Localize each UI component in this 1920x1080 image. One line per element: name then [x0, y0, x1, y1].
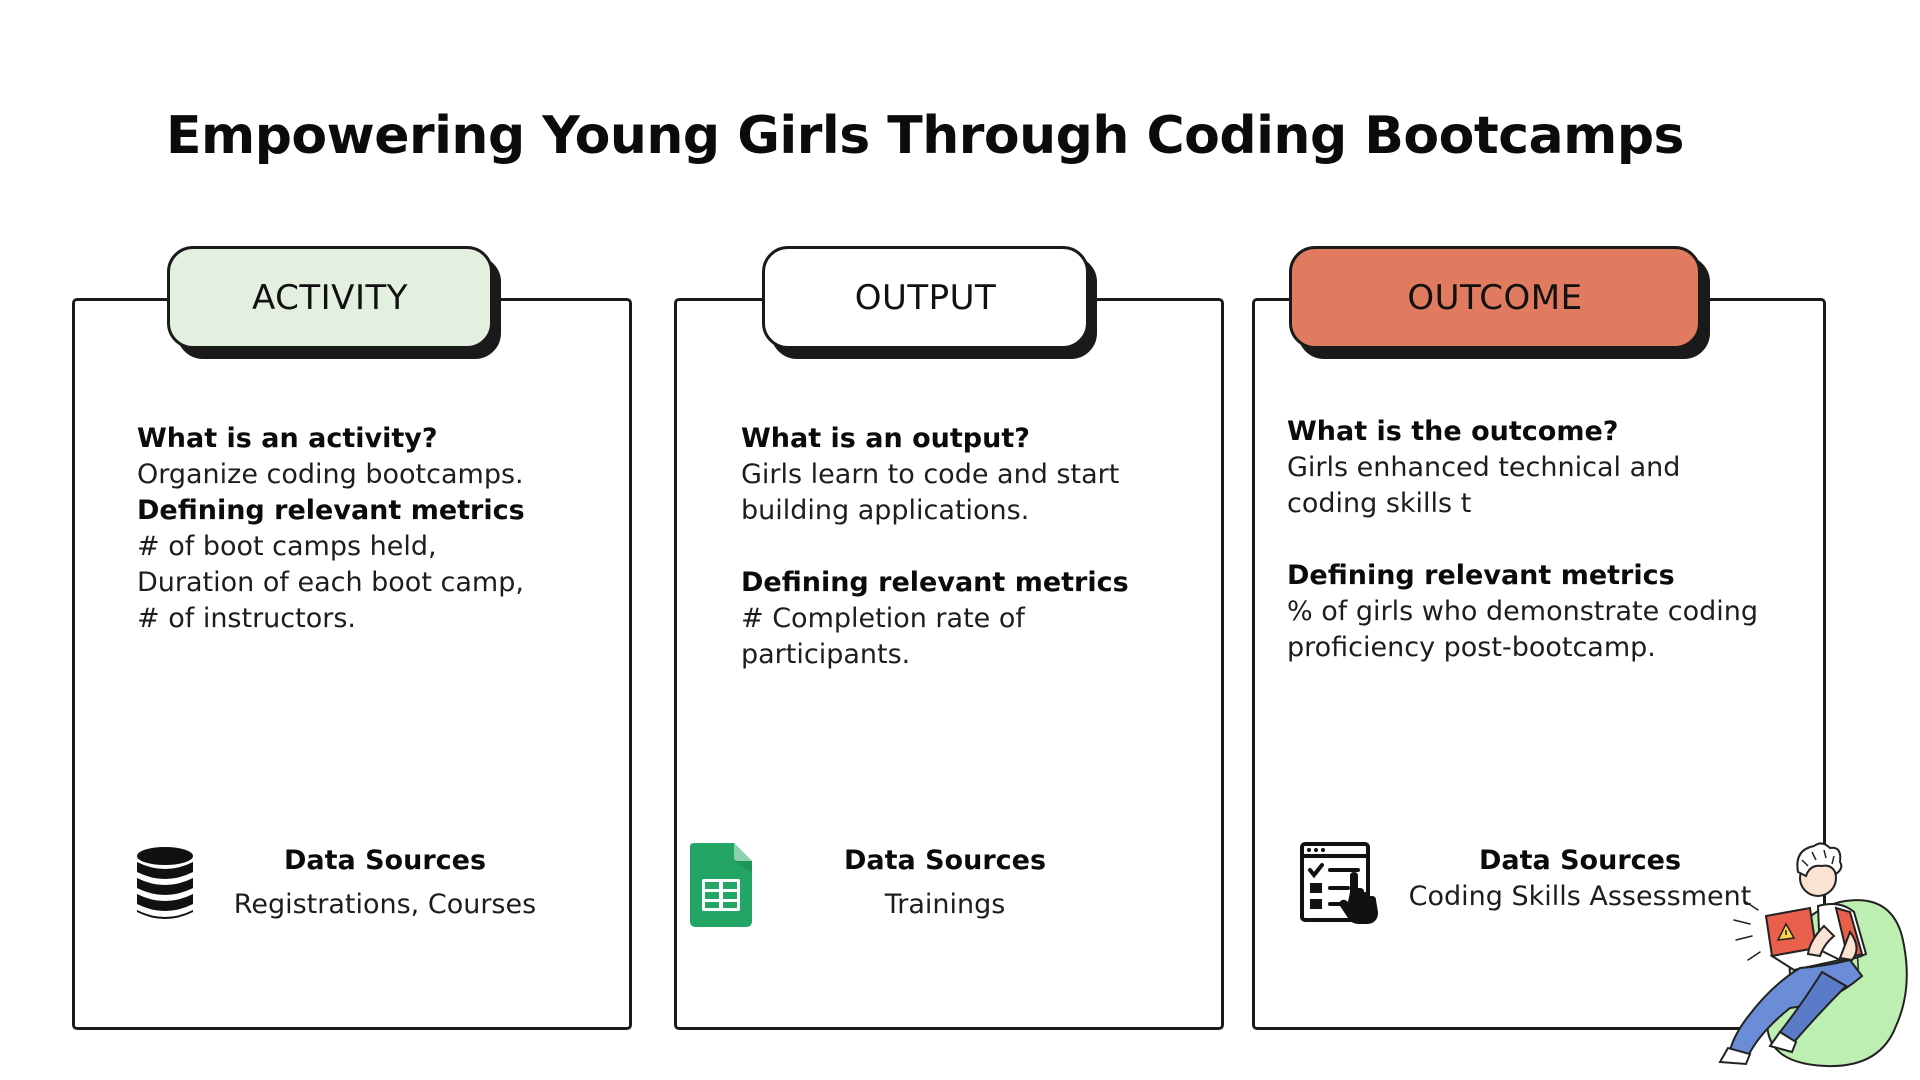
output-data-sources: Data Sources Trainings [780, 843, 1110, 923]
output-text-block: What is an output? Girls learn to code a… [741, 421, 1201, 673]
output-metrics-heading: Defining relevant metrics [741, 567, 1129, 598]
output-data-sources-value: Trainings [884, 889, 1006, 920]
checklist-pointer-icon [1300, 842, 1378, 924]
outcome-data-sources-value: Coding Skills Assessment [1408, 881, 1752, 912]
outcome-metric-line: % of girls who demonstrate coding [1287, 596, 1759, 627]
output-data-sources-heading: Data Sources [843, 845, 1047, 876]
activity-metrics-heading: Defining relevant metrics [137, 495, 525, 526]
output-answer-line: Girls learn to code and start [741, 459, 1120, 490]
outcome-metrics-heading: Defining relevant metrics [1287, 560, 1675, 591]
outcome-text-block: What is the outcome? Girls enhanced tech… [1287, 414, 1807, 666]
output-metric-line: participants. [741, 639, 911, 670]
output-answer-line: building applications. [741, 495, 1030, 526]
girl-with-laptop-illustration [1718, 842, 1908, 1068]
spreadsheet-icon [690, 843, 752, 927]
output-tab: OUTPUT [762, 246, 1089, 349]
outcome-answer-line: coding skills t [1287, 488, 1472, 519]
page-title: Empowering Young Girls Through Coding Bo… [166, 106, 1685, 166]
outcome-question: What is the outcome? [1287, 416, 1619, 447]
activity-data-sources-heading: Data Sources [283, 845, 487, 876]
activity-text-block: What is an activity? Organize coding boo… [137, 421, 607, 637]
outcome-answer-line: Girls enhanced technical and [1287, 452, 1681, 483]
activity-question: What is an activity? [137, 423, 438, 454]
output-card [674, 298, 1224, 1030]
activity-metric-line: # of instructors. [137, 603, 356, 634]
activity-metric-line: # of boot camps held, [137, 531, 437, 562]
outcome-metric-line: proficiency post-bootcamp. [1287, 632, 1656, 663]
activity-metric-line: Duration of each boot camp, [137, 567, 524, 598]
outcome-data-sources: Data Sources Coding Skills Assessment [1390, 843, 1770, 915]
output-question: What is an output? [741, 423, 1030, 454]
outcome-data-sources-heading: Data Sources [1478, 845, 1682, 876]
output-metric-line: # Completion rate of [741, 603, 1025, 634]
database-icon [137, 847, 193, 919]
outcome-tab: OUTCOME [1289, 246, 1701, 349]
activity-data-sources: Data Sources Registrations, Courses [220, 843, 550, 923]
activity-tab: ACTIVITY [167, 246, 493, 349]
activity-data-sources-value: Registrations, Courses [233, 889, 537, 920]
activity-answer-line: Organize coding bootcamps. [137, 459, 524, 490]
